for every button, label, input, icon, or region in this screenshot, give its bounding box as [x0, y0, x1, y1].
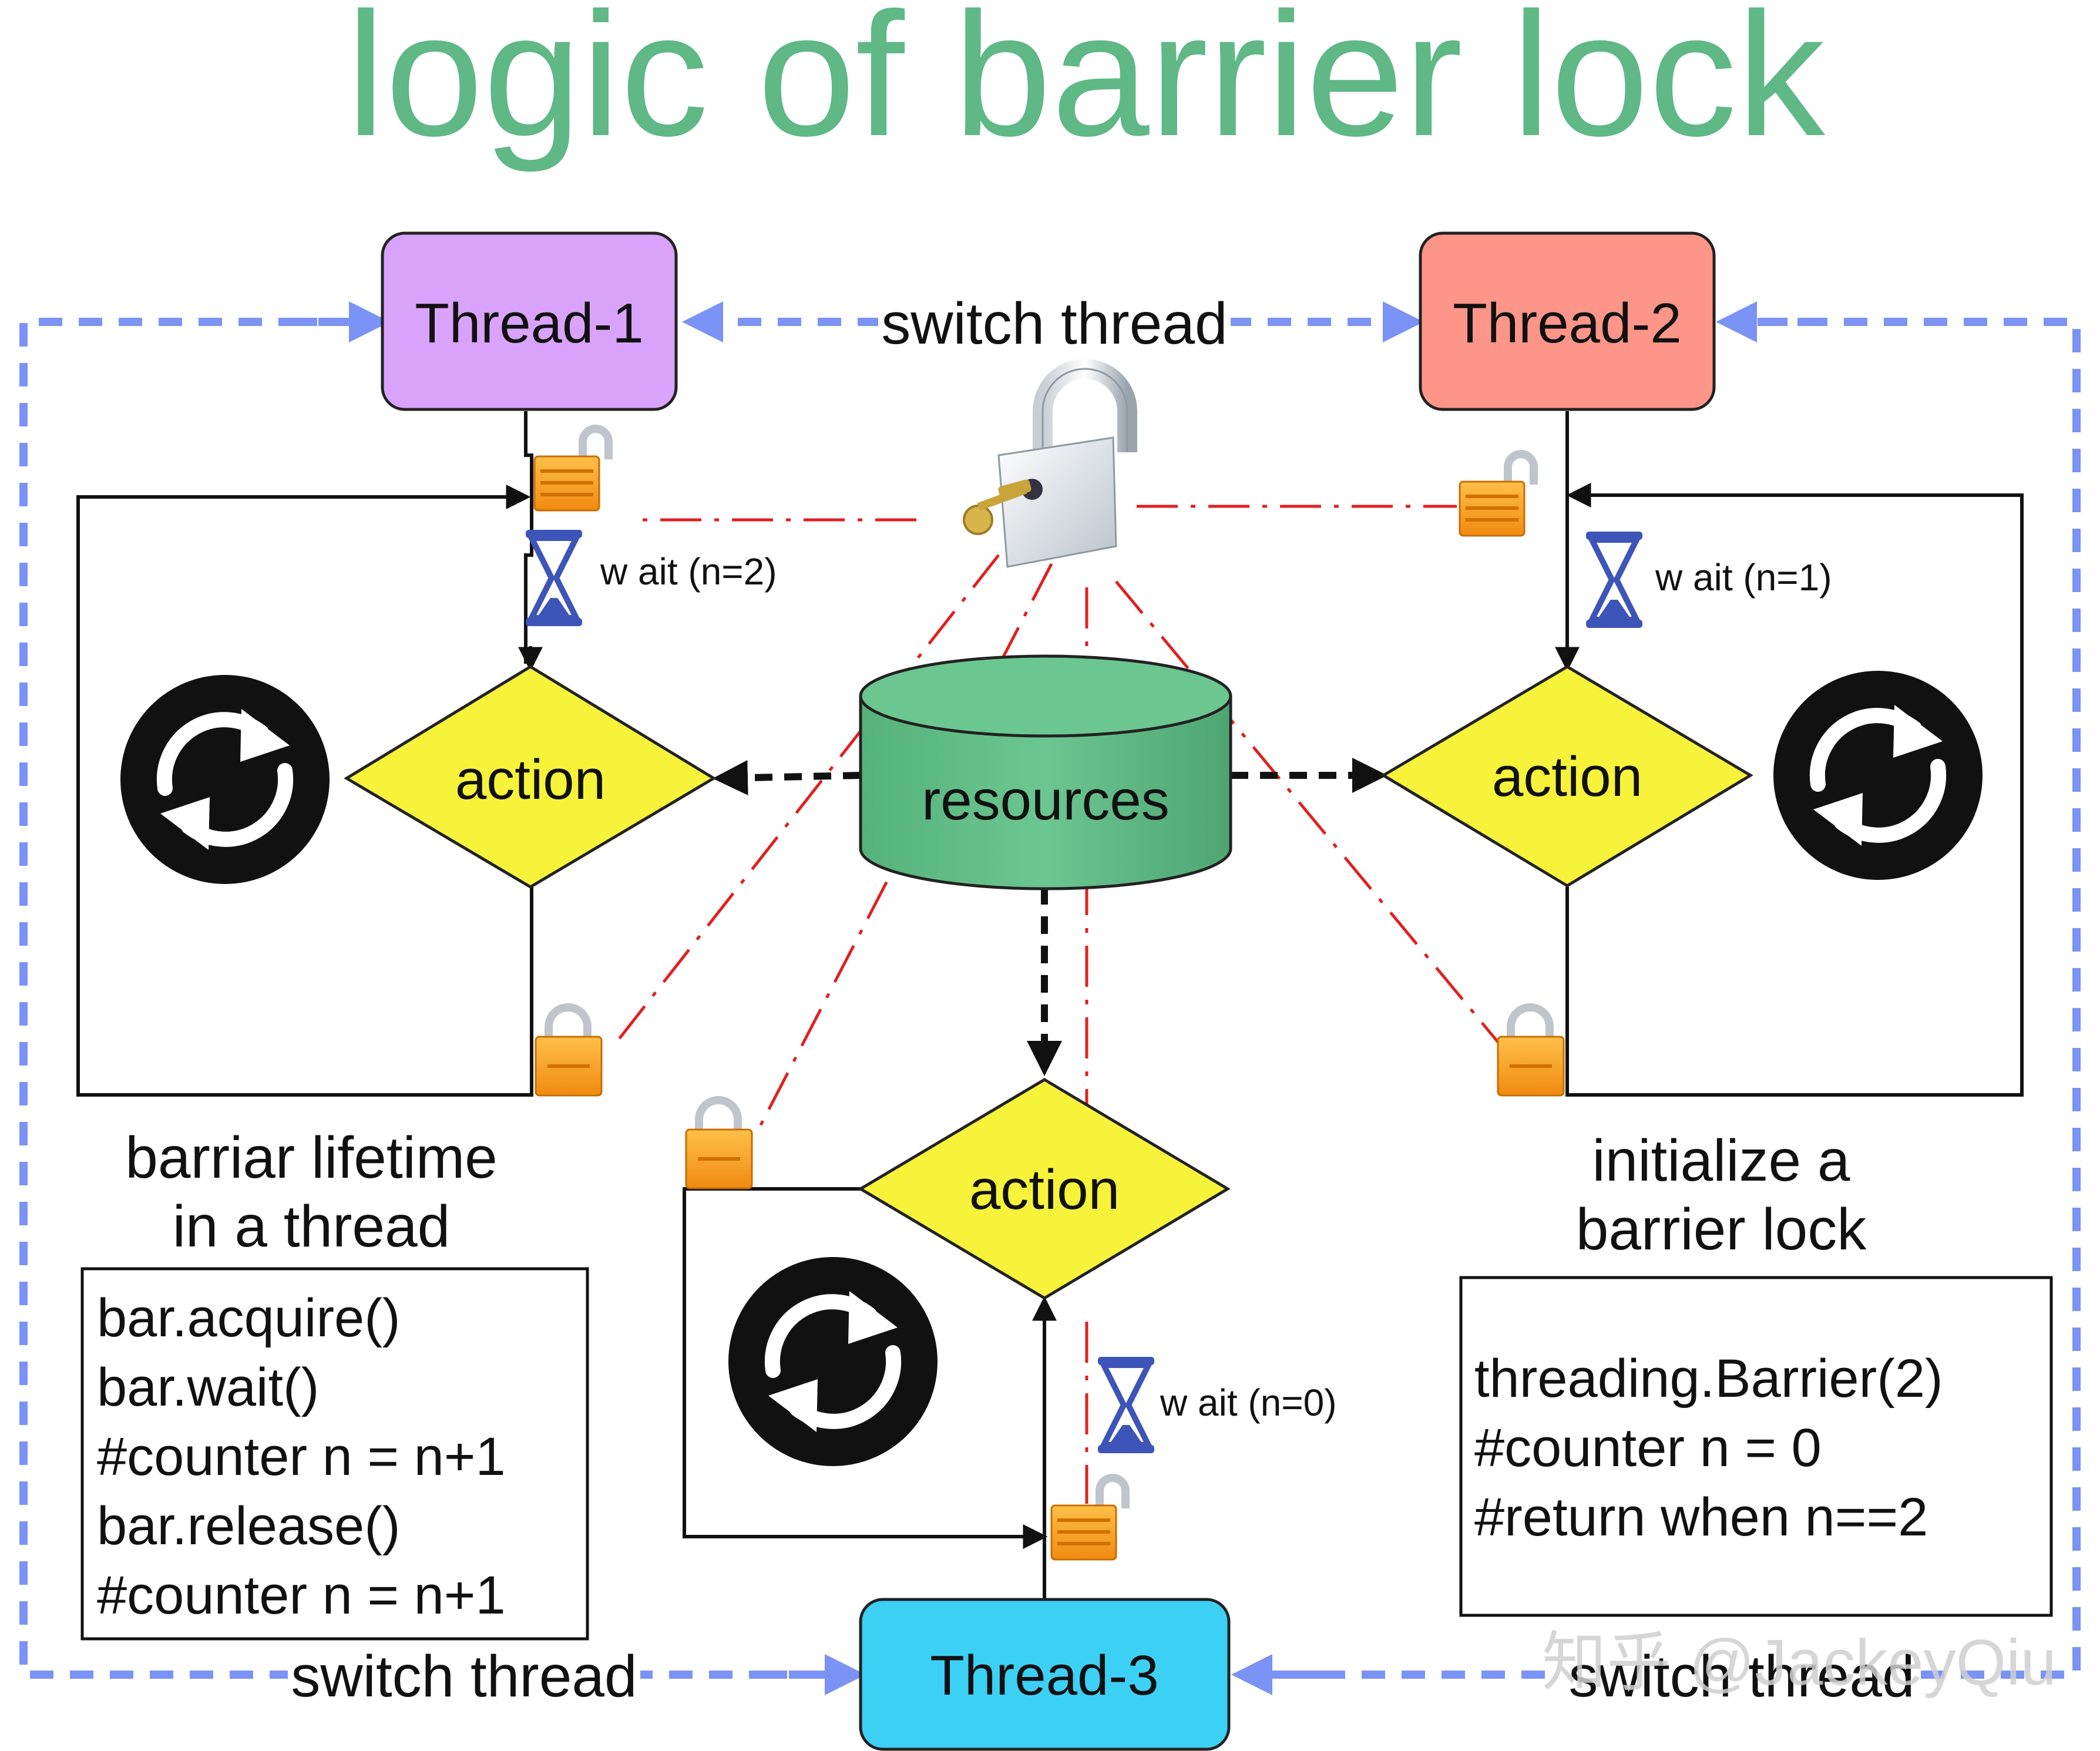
right-code-box	[1459, 1276, 2053, 1617]
switch-label-bg	[878, 281, 1231, 351]
wait-label-t2: w ait (n=1)	[1655, 556, 1832, 599]
action-label-1: action	[455, 748, 606, 811]
refresh-icon	[728, 1257, 938, 1466]
right-code-lines: threading.Barrier(2) #counter n = 0 #ret…	[1474, 1349, 1943, 1547]
code-line: #return when n==2	[1474, 1487, 1928, 1547]
left-note-title-2: in a thread	[173, 1194, 451, 1259]
thread-1-label: Thread-1	[415, 292, 644, 355]
right-note-title-2: barrier lock	[1576, 1197, 1867, 1262]
switch-thread-label-right: switch thread	[1568, 1644, 1914, 1709]
watermark: 知乎 @JackeyQiu	[1542, 1626, 2057, 1699]
code-line: #counter n = n+1	[97, 1565, 506, 1625]
resource-arrows	[713, 758, 1387, 1076]
thread-1-loop	[76, 411, 533, 1097]
action-diamond-2: action	[1380, 665, 1753, 888]
resources-label: resources	[922, 769, 1170, 832]
code-line: #counter n = 0	[1474, 1418, 1822, 1478]
lock-links	[613, 505, 1502, 1504]
refresh-icon	[1773, 671, 1983, 880]
hourglass-icon	[1586, 532, 1642, 628]
open-lock-icon	[533, 425, 613, 512]
closed-lock-icon	[685, 1096, 753, 1189]
code-line: #counter n = n+1	[97, 1427, 506, 1487]
thread-2-label: Thread-2	[1453, 292, 1682, 355]
padlock-key-icon	[963, 359, 1137, 568]
thread-3-label: Thread-3	[930, 1644, 1159, 1707]
thread-2-node[interactable]: Thread-2	[1419, 231, 1716, 411]
left-code-box	[80, 1267, 589, 1641]
thread-3-loop	[683, 1187, 1046, 1599]
closed-lock-icon	[1497, 1003, 1565, 1097]
hourglass-icon	[526, 530, 582, 626]
thread-2-loop	[1565, 411, 2024, 1097]
left-note-title-1: barriar lifetime	[125, 1125, 498, 1191]
switch-label-bg	[1560, 1639, 1912, 1709]
code-line: bar.wait()	[97, 1357, 319, 1417]
wait-label-t1: w ait (n=2)	[600, 550, 777, 593]
wait-label-t3: w ait (n=0)	[1160, 1382, 1337, 1424]
thread-1-node[interactable]: Thread-1	[381, 231, 678, 411]
refresh-icon	[120, 675, 330, 884]
code-line: bar.release()	[97, 1496, 400, 1556]
open-lock-icon	[1050, 1474, 1130, 1561]
switch-thread-label-top: switch thread	[881, 291, 1227, 357]
thread-3-node[interactable]: Thread-3	[859, 1598, 1231, 1751]
resources-database: resources	[859, 654, 1232, 890]
hourglass-icon	[1098, 1357, 1154, 1453]
code-line: threading.Barrier(2)	[1474, 1349, 1943, 1409]
action-diamond-3: action	[858, 1078, 1231, 1300]
right-note-title-1: initialize a	[1592, 1128, 1850, 1194]
page-title: logic of barrier lock	[346, 0, 1827, 174]
open-lock-icon	[1459, 450, 1538, 537]
switch-thread-label-left: switch thread	[291, 1644, 637, 1709]
switch-label-bg	[288, 1639, 640, 1709]
left-code-lines: bar.acquire() bar.wait() #counter n = n+…	[97, 1288, 506, 1625]
code-line: bar.acquire()	[97, 1288, 400, 1348]
closed-lock-icon	[535, 1003, 603, 1097]
action-diamond-1: action	[344, 665, 717, 889]
action-label-2: action	[1492, 745, 1642, 808]
action-label-3: action	[969, 1158, 1120, 1221]
